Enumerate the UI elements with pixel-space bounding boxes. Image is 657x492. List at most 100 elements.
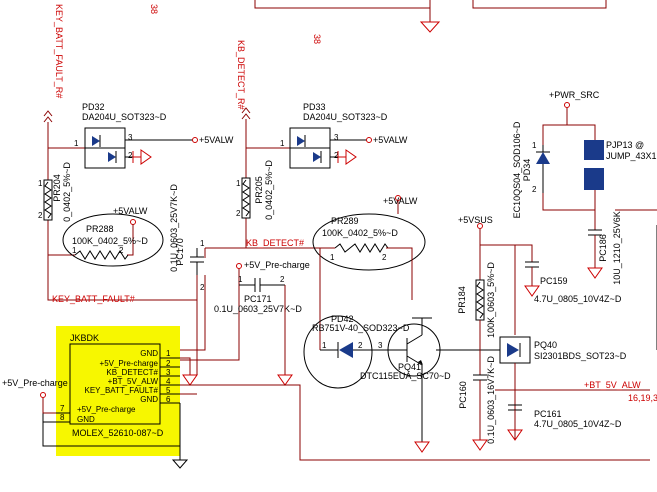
pd32-pin2: 2 — [128, 151, 133, 160]
connector-jkbdk: JKBDK GND +5V_Pre-charge KB_DETECT# +BT_… — [2, 326, 189, 469]
pd42-pin3: 3 — [378, 341, 383, 350]
pd32-pin1: 1 — [74, 139, 79, 148]
pc171-ref: PC171 — [244, 294, 272, 304]
connector-pin5-name: KEY_BATT_FAULT# — [84, 386, 158, 395]
pq41-value: DTC115EUA_SC70~D — [360, 371, 451, 381]
connector-pin2-name: +5V_Pre-charge — [100, 359, 159, 368]
pr205-pin1: 1 — [236, 179, 241, 188]
pd33-pin3: 3 — [334, 133, 339, 142]
pc171-pin1: 1 — [238, 275, 243, 284]
capacitor-pc161: PC161 4.7U_0805_10V4Z~D — [507, 390, 622, 441]
net-bt-5v-alw: +BT_5V_ALW — [584, 380, 641, 390]
pr289-value: 100K_0402_5%~D — [322, 228, 398, 238]
pd34-pin1: 1 — [532, 141, 537, 150]
pc161-ref: PC161 — [534, 409, 562, 419]
pr205-ref: PR205 — [254, 176, 264, 204]
pr288-value: 100K_0402_5%~D — [72, 236, 148, 246]
capacitor-pc159: PC159 4.7U_0805_10V4Z~D — [524, 261, 622, 304]
connector-ref: JKBDK — [70, 333, 99, 343]
pr184-value: 100K_0603_5%~D — [486, 262, 496, 338]
pc170-pin1: 1 — [200, 239, 205, 248]
pr288-pin1: 1 — [72, 246, 77, 255]
connector-pin5-num: 5 — [166, 386, 171, 395]
connector-pin1-num: 1 — [166, 349, 171, 358]
pd33-pin2: 2 — [334, 151, 339, 160]
connector-pin8-num: 8 — [60, 413, 65, 422]
pq40-ref: PQ40 — [534, 340, 557, 350]
sheet-ref-38-b: 38 — [312, 34, 322, 44]
net-5v-precharge-left: +5V_Pre-charge — [2, 378, 68, 388]
connector-pin7-name: +5V_Pre-charge — [77, 405, 136, 414]
pd32-ref: PD32 — [82, 102, 105, 112]
connector-pin1-name: GND — [140, 349, 158, 358]
connector-pin2-num: 2 — [166, 359, 171, 368]
pr204-value: 0_0402_5%~D — [62, 162, 72, 222]
net-5valw-1: +5VALW — [199, 135, 234, 145]
net-label-kb-detect-vertical: KB_DETECT_R# — [236, 40, 246, 110]
net-pwr-src: +PWR_SRC — [549, 90, 600, 100]
diode-array-pd32: PD32 DA204U_SOT323~D 1 3 2 +5VALW — [74, 102, 234, 169]
pd34-ref: PD34 — [522, 159, 532, 182]
pr289-ref: PR289 — [331, 216, 359, 226]
pd42-pin2: 2 — [358, 341, 363, 350]
net-5vsus: +5VSUS — [458, 215, 493, 225]
jumper-pjp13: PJP13 @ JUMP_43X1 — [584, 140, 657, 190]
connector-pin4-num: 4 — [166, 377, 171, 386]
capacitor-pc160: PC160 0.1U_0603_16V7K~D — [458, 356, 496, 451]
pd32-pin3: 3 — [128, 133, 133, 142]
connector-pin6-name: GND — [140, 395, 158, 404]
resistor-pr288: +5VALW PR288 100K_0402_5%~D 1 2 — [62, 206, 164, 267]
sheet-ref-38-a: 38 — [149, 4, 159, 14]
pc186-ref: PC186 — [598, 234, 608, 262]
pd34-pin2: 2 — [532, 185, 537, 194]
pc171-value: 0.1U_0603_25V7K~D — [214, 304, 302, 314]
pr289-pin2: 2 — [382, 253, 387, 262]
pin4-bt-wire — [180, 384, 301, 440]
pc159-ref: PC159 — [540, 276, 568, 286]
connector-pin3-num: 3 — [166, 368, 171, 377]
pc160-ref: PC160 — [458, 381, 468, 409]
pjp13-ref: PJP13 @ — [606, 140, 644, 150]
resistor-pr204: 1 2 PR204 0_0402_5%~D — [38, 162, 72, 222]
connector-pin7-num: 7 — [60, 404, 65, 413]
diode-pd42: PD42 RB751V-40_SOD323~D 2 3 1 — [303, 314, 410, 389]
capacitor-pc186: PC186 10U_1210_25V6K — [587, 211, 622, 285]
capacitor-pc170: PC170 0.1U_0603_25V7K~D 1 2 — [169, 184, 205, 375]
net-5v-precharge-top: +5V_Pre-charge — [244, 260, 310, 270]
kb-detect-net: KB_DETECT_R# 38 KB_DETECT# — [160, 34, 322, 351]
pd42-pin1: 1 — [322, 341, 327, 350]
diode-pd34: PD34 EC10QS04_SOD106~D 1 2 — [512, 121, 550, 218]
pwr-src-net: +PWR_SRC — [542, 90, 600, 230]
transistor-pq41: PQ41 DTC115EUA_SC70~D — [360, 317, 500, 453]
pr288-pin2: 2 — [119, 246, 124, 255]
pjp13-value: JUMP_43X1 — [606, 151, 657, 161]
net-label-key-batt-fault: KEY_BATT_FAULT# — [52, 294, 135, 304]
resistor-pr289: +5VALW PR289 100K_0402_5%~D 1 2 — [312, 195, 426, 350]
sheet-ref-16-19: 16,19,3 — [628, 393, 657, 403]
pr204-pin1: 1 — [38, 179, 43, 188]
pr204-pin2: 2 — [38, 211, 43, 220]
connector-pin3-name: KB_DETECT# — [106, 368, 158, 377]
pr205-value: 0_0402_5%~D — [264, 160, 274, 220]
pr184-ref: PR184 — [457, 286, 467, 314]
pc171-pin2: 2 — [280, 275, 285, 284]
pd32-value: DA204U_SOT323~D — [82, 112, 167, 122]
pr205-pin2: 2 — [236, 209, 241, 218]
net-5valw-3: +5VALW — [373, 135, 408, 145]
pc161-value: 4.7U_0805_10V4Z~D — [534, 419, 622, 429]
pd33-value: DA204U_SOT323~D — [303, 112, 388, 122]
pd42-ref: PD42 — [331, 314, 354, 324]
top-cropped-wires — [254, 0, 607, 33]
resistor-pr205: 1 2 PR205 0_0402_5%~D — [236, 160, 274, 220]
connector-part: MOLEX_52610-087~D — [72, 428, 164, 438]
pc170-pin2: 2 — [200, 283, 205, 292]
pc170-ref: PC170 — [175, 238, 185, 266]
pc160-value: 0.1U_0603_16V7K~D — [486, 356, 496, 444]
diode-array-pd33: PD33 DA204U_SOT323~D 1 3 2 +5VALW — [280, 102, 408, 169]
pd34-value: EC10QS04_SOD106~D — [512, 121, 522, 218]
connector-highlight — [56, 326, 180, 456]
pin1-gnd-wire — [180, 357, 191, 375]
net-label-kb-detect: KB_DETECT# — [246, 238, 304, 248]
pr204-ref: PR204 — [52, 174, 62, 202]
